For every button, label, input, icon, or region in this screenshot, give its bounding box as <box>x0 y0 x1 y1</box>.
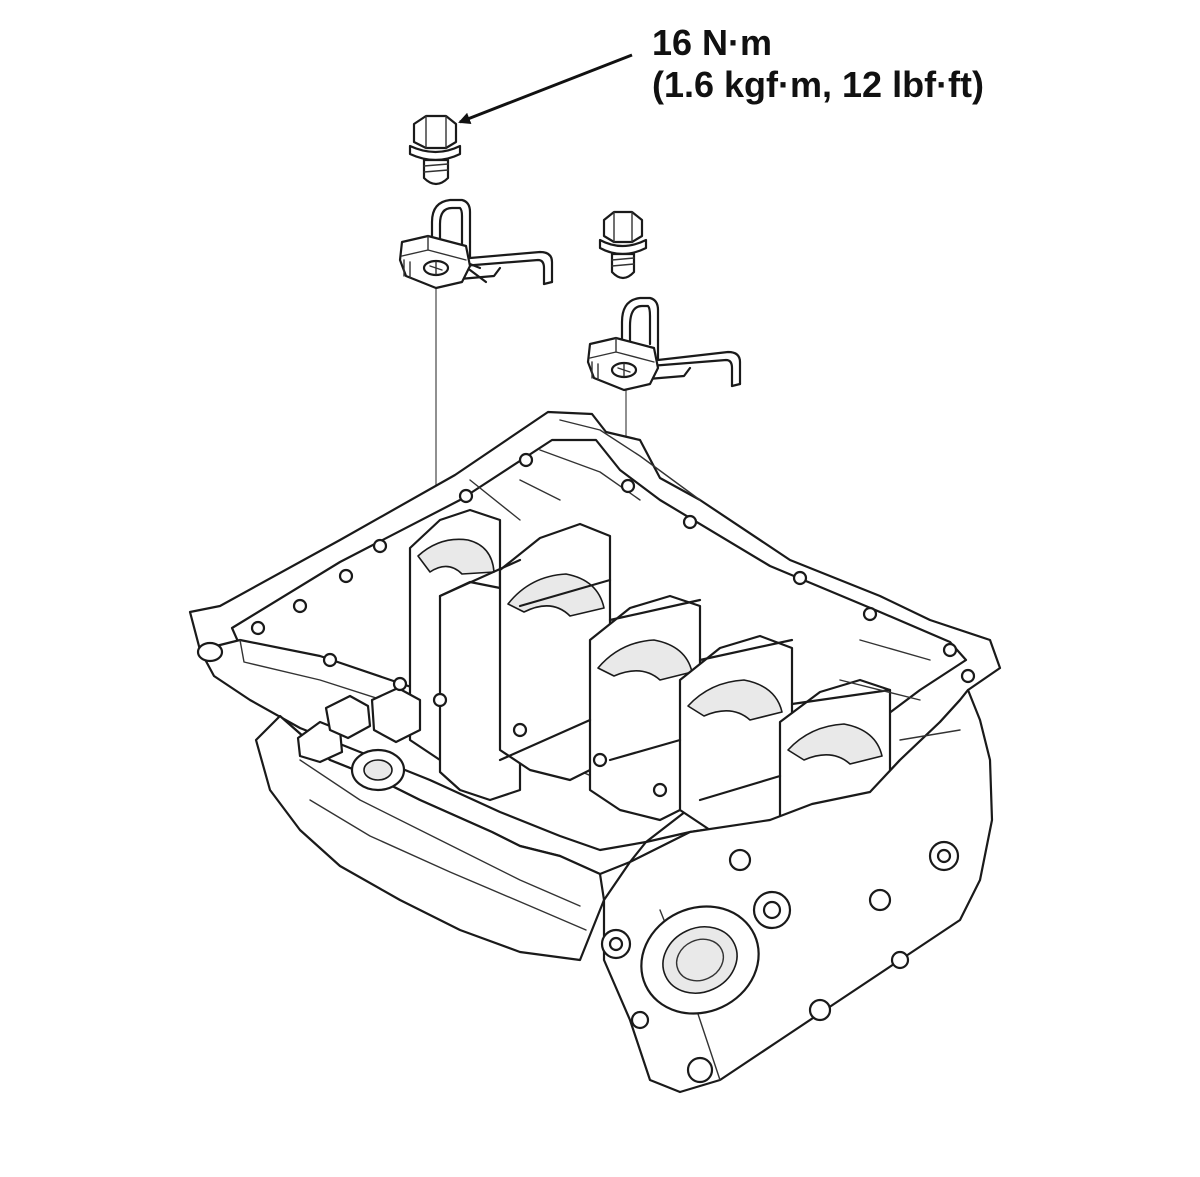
flange-bolt-2-icon <box>598 210 648 280</box>
deck-bolt-holes <box>250 452 976 798</box>
torque-callout: 16 N·m (1.6 kgf·m, 12 lbf·ft) <box>458 22 984 124</box>
oil-jet-1-icon <box>398 198 554 290</box>
crank-seal-bore <box>640 905 760 1015</box>
engine-block-icon <box>188 410 1002 1094</box>
torque-value-label: 16 N·m <box>652 22 772 63</box>
rear-bolt-holes <box>600 840 960 1084</box>
oil-jet-2-icon <box>586 296 742 392</box>
flange-bolt-1-icon <box>408 114 462 186</box>
torque-conversion-label: (1.6 kgf·m, 12 lbf·ft) <box>652 64 984 105</box>
callout-arrow <box>458 53 633 124</box>
